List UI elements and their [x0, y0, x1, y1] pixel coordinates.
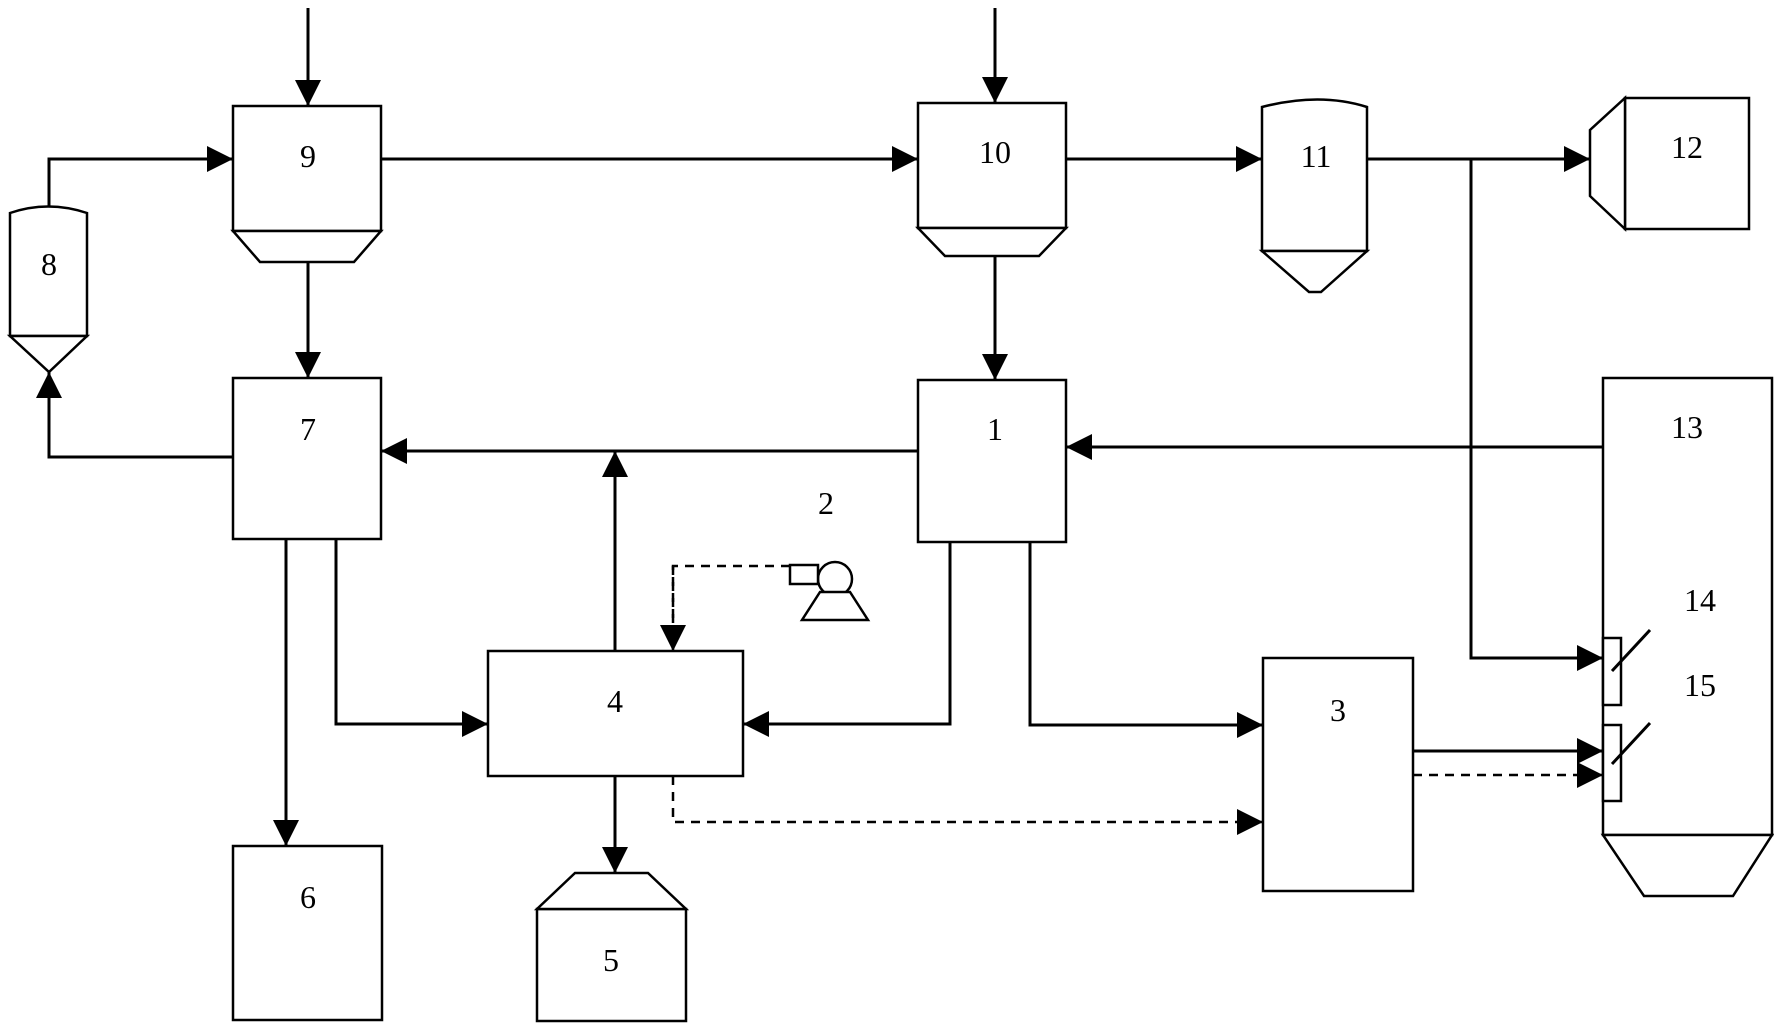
unit-12-storage: [1588, 95, 1751, 232]
label-11: 11: [1301, 138, 1332, 174]
label-3: 3: [1330, 692, 1346, 728]
label-4: 4: [607, 683, 623, 719]
unit-13-tower: [1600, 376, 1774, 898]
labels: 1 2 3 4 5 6 7 8 9 10 11 12 13 14 15: [41, 129, 1716, 978]
unit-4-box: [486, 649, 745, 778]
label-6: 6: [300, 879, 316, 915]
port-14: [1601, 628, 1652, 707]
label-8: 8: [41, 246, 57, 282]
label-5: 5: [603, 942, 619, 978]
unit-11-silo: [1258, 98, 1371, 294]
unit-7-box: [231, 376, 383, 541]
label-10: 10: [979, 134, 1011, 170]
unit-8-silo: [6, 205, 91, 374]
unit-10-hopper-tank: [915, 101, 1069, 258]
dashed-lines: [660, 564, 1603, 835]
unit-5-bin: [533, 871, 690, 1023]
unit-9-hopper-tank: [230, 104, 384, 264]
unit-2-blower: [788, 560, 871, 622]
label-9: 9: [300, 138, 316, 174]
label-2: 2: [818, 485, 834, 521]
flow-lines: [36, 8, 1603, 873]
label-12: 12: [1671, 129, 1703, 165]
unit-3-box: [1261, 656, 1415, 893]
label-7: 7: [300, 411, 316, 447]
port-15: [1601, 721, 1652, 803]
label-1: 1: [987, 411, 1003, 447]
label-14: 14: [1684, 582, 1716, 618]
unit-6-box: [231, 844, 384, 1022]
label-13: 13: [1671, 409, 1703, 445]
label-15: 15: [1684, 667, 1716, 703]
fan-arrowhead: [664, 632, 682, 651]
unit-1-box: [916, 378, 1068, 544]
